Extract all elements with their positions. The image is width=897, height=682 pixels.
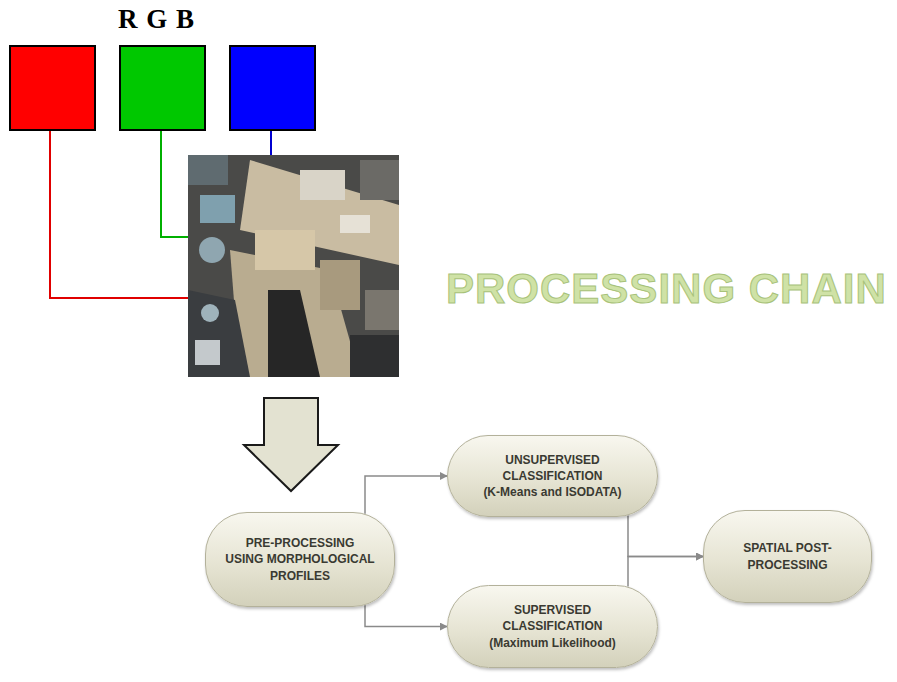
down-arrow — [244, 398, 338, 491]
process-pill: SPATIAL POST-PROCESSING — [703, 510, 872, 603]
red-square — [10, 46, 95, 130]
blue-square — [230, 46, 315, 130]
node-title: SUPERVISED CLASSIFICATION — [488, 602, 618, 634]
banner-title: PROCESSING CHAIN — [446, 265, 887, 313]
flow-arrow — [628, 516, 703, 557]
red-wire — [50, 131, 189, 298]
flow-arrow — [628, 557, 703, 587]
node-title: UNSUPERVISED CLASSIFICATION — [488, 452, 618, 484]
green-wire — [161, 131, 189, 237]
node-subtitle: (K-Means and ISODATA) — [483, 484, 621, 500]
green-square — [120, 46, 205, 130]
node-title: PRE-PROCESSING USING MORPHOLOGICAL PROFI… — [225, 535, 375, 584]
process-pill: PRE-PROCESSING USING MORPHOLOGICAL PROFI… — [205, 512, 395, 607]
flow-arrow — [365, 605, 447, 626]
flow-arrow — [365, 476, 447, 514]
node-title: SPATIAL POST-PROCESSING — [733, 540, 843, 572]
node-subtitle: (Maximum Likelihood) — [489, 635, 616, 651]
process-pill: UNSUPERVISED CLASSIFICATION(K-Means and … — [447, 435, 658, 517]
blue-wire — [270, 131, 272, 156]
channel-label: R G B — [118, 4, 194, 35]
process-pill: SUPERVISED CLASSIFICATION(Maximum Likeli… — [447, 585, 658, 668]
aerial-photo — [188, 155, 399, 377]
